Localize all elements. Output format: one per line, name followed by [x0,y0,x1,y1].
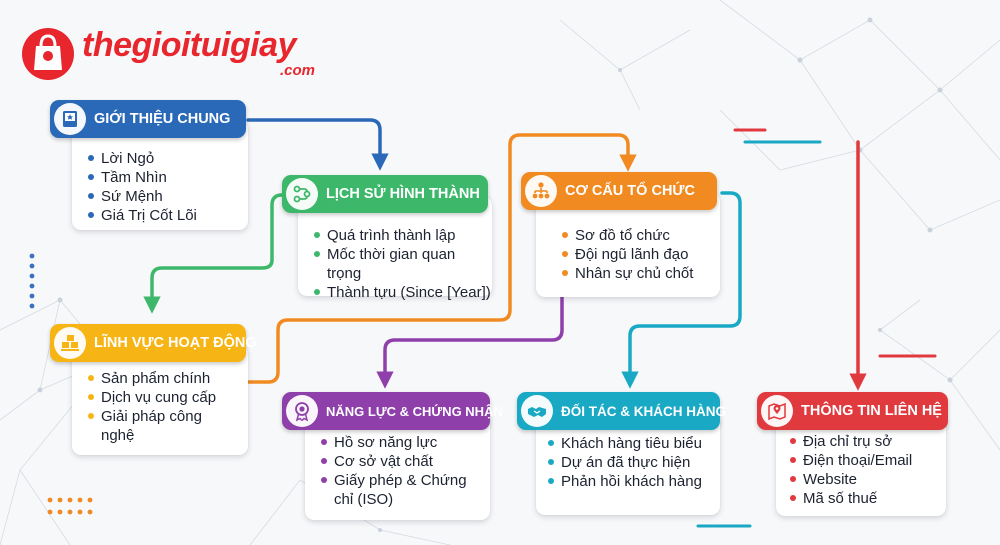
section-title: CƠ CẤU TỔ CHỨC [565,183,695,199]
header-linh-vuc-hoat-dong[interactable]: LĨNH VỰC HOẠT ĐỘNG [50,324,257,362]
item-list: Hồ sơ năng lực Cơ sở vật chất Giấy phép … [319,433,481,509]
list-item[interactable]: Giải pháp công nghệ [86,407,236,445]
boxes-icon [54,327,86,359]
list-item[interactable]: Sứ Mệnh [86,187,197,206]
card-linh-vuc-hoat-dong: Sản phẩm chính Dịch vụ cung cấp Giải phá… [72,345,248,455]
header-co-cau-to-chuc[interactable]: CƠ CẤU TỔ CHỨC [521,172,717,210]
item-list: Địa chỉ trụ sở Điện thoại/Email Website … [788,432,912,508]
list-item[interactable]: Giấy phép & Chứng chỉ (ISO) [319,471,481,509]
brand-logo[interactable]: thegioituigiay .com [18,22,338,82]
header-thong-tin-lien-he[interactable]: THÔNG TIN LIÊN HỆ [757,392,948,430]
list-item[interactable]: Nhân sự chủ chốt [560,264,693,283]
connector-green [143,193,284,314]
award-icon [286,395,318,427]
connector-purple [376,294,564,389]
list-item[interactable]: Khách hàng tiêu biểu [546,434,702,453]
item-list: Sản phẩm chính Dịch vụ cung cấp Giải phá… [86,369,236,445]
list-item[interactable]: Website [788,470,912,489]
section-title: THÔNG TIN LIÊN HỆ [801,403,942,419]
list-item[interactable]: Lời Ngỏ [86,149,197,168]
section-title: GIỚI THIỆU CHUNG [94,111,231,127]
list-item[interactable]: Sản phẩm chính [86,369,236,388]
item-list: Sơ đồ tổ chức Đội ngũ lãnh đạo Nhân sự c… [560,226,693,283]
section-title: ĐỐI TÁC & KHÁCH HÀNG [561,403,726,419]
item-list: Khách hàng tiêu biểu Dự án đã thực hiện … [546,434,702,491]
list-item[interactable]: Thành tựu (Since [Year]) [312,283,492,302]
brand-domain: .com [280,62,316,79]
list-item[interactable]: Quá trình thành lập [312,226,492,245]
header-lich-su-hinh-thanh[interactable]: LỊCH SỬ HÌNH THÀNH [282,175,488,213]
shopping-bag-logo-icon [22,28,74,80]
item-list: Quá trình thành lập Mốc thời gian quan t… [312,226,492,302]
card-nang-luc-chung-nhan: Hồ sơ năng lực Cơ sở vật chất Giấy phép … [305,412,490,520]
connector-orange [246,133,637,384]
list-item[interactable]: Sơ đồ tổ chức [560,226,693,245]
section-title: LĨNH VỰC HOẠT ĐỘNG [94,335,257,351]
section-title: NĂNG LỰC & CHỨNG NHẬN [326,403,503,419]
list-item[interactable]: Cơ sở vật chất [319,452,481,471]
item-list: Lời Ngỏ Tầm Nhìn Sứ Mệnh Giá Trị Cốt Lõi [86,149,197,225]
connector-blue [246,118,389,171]
list-item[interactable]: Mã số thuế [788,489,912,508]
list-item[interactable]: Điện thoại/Email [788,451,912,470]
list-item[interactable]: Giá Trị Cốt Lõi [86,206,197,225]
list-item[interactable]: Phản hồi khách hàng [546,472,702,491]
brand-name: thegioituigiay [82,26,297,64]
list-item[interactable]: Tầm Nhìn [86,168,197,187]
list-item[interactable]: Mốc thời gian quan trọng [312,245,492,283]
list-item[interactable]: Địa chỉ trụ sở [788,432,912,451]
timeline-icon [286,178,318,210]
handshake-icon [521,395,553,427]
book-icon [54,103,86,135]
connector-teal [621,191,742,389]
map-pin-icon [761,395,793,427]
list-item[interactable]: Dự án đã thực hiện [546,453,702,472]
list-item[interactable]: Hồ sơ năng lực [319,433,481,452]
header-nang-luc-chung-nhan[interactable]: NĂNG LỰC & CHỨNG NHẬN [282,392,503,430]
section-title: LỊCH SỬ HÌNH THÀNH [326,186,480,202]
card-gioi-thieu-chung: Lời Ngỏ Tầm Nhìn Sứ Mệnh Giá Trị Cốt Lõi [72,120,248,230]
list-item[interactable]: Dịch vụ cung cấp [86,388,236,407]
list-item[interactable]: Đội ngũ lãnh đạo [560,245,693,264]
header-gioi-thieu-chung[interactable]: GIỚI THIỆU CHUNG [50,100,246,138]
header-doi-tac-khach-hang[interactable]: ĐỐI TÁC & KHÁCH HÀNG [517,392,726,430]
org-chart-icon [525,175,557,207]
